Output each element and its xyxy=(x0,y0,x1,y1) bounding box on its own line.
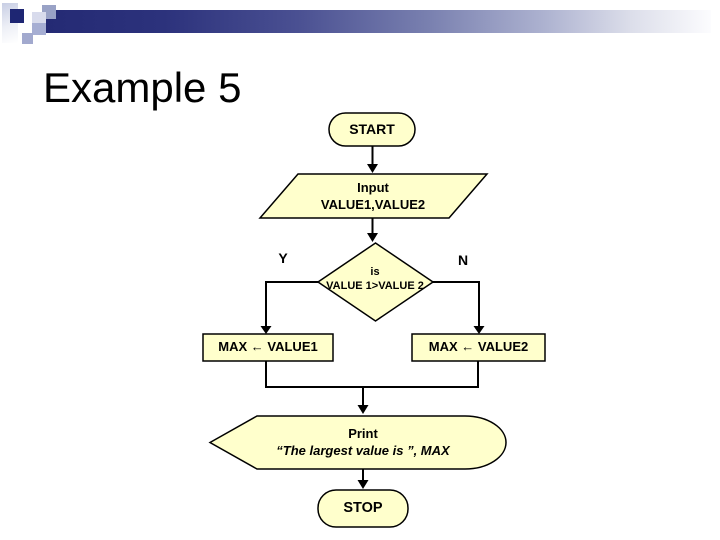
decision-diamond xyxy=(316,242,435,322)
connector-yes-branch xyxy=(265,281,319,327)
arrow-down-icon xyxy=(367,233,378,242)
decoration-square-light xyxy=(32,12,46,23)
arrow-down-icon xyxy=(260,326,272,334)
page-title: Example 5 xyxy=(43,64,242,111)
process-box-max-value2 xyxy=(411,333,546,362)
header-gradient-bar xyxy=(44,10,711,33)
arrow-down-icon xyxy=(357,405,369,414)
terminator-start xyxy=(328,112,416,147)
arrow-down-icon xyxy=(473,326,485,334)
io-parallelogram-input xyxy=(258,173,489,219)
terminator-stop xyxy=(317,489,409,528)
arrow-down-icon xyxy=(357,480,369,489)
decoration-square-small xyxy=(22,33,33,44)
process-box-max-value1 xyxy=(202,333,334,362)
connector-no-branch xyxy=(432,281,480,327)
display-shape-print xyxy=(208,415,507,470)
decoration-square-navy xyxy=(10,9,24,23)
arrow-down-icon xyxy=(367,164,378,173)
decoration-square-medium xyxy=(32,23,46,35)
connector-merge xyxy=(265,361,479,388)
